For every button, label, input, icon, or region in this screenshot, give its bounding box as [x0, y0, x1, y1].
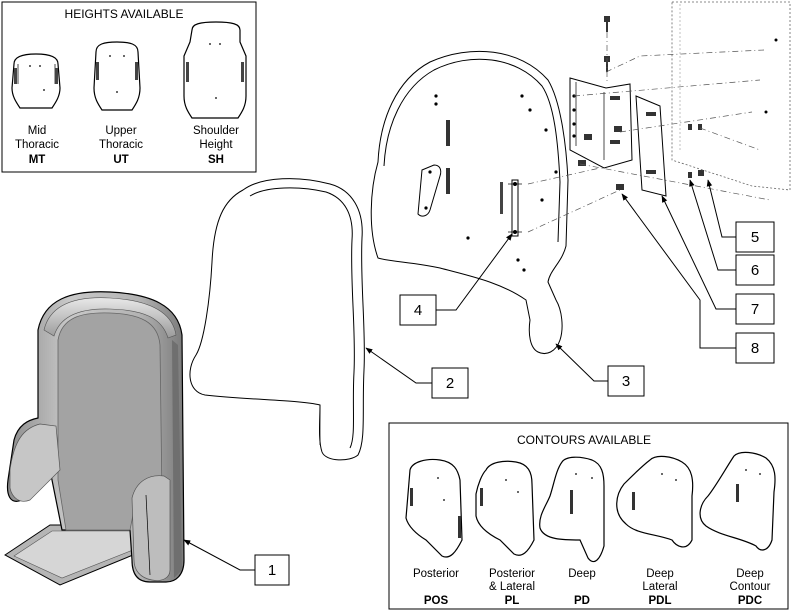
- pdc-code: PDC: [738, 595, 762, 607]
- pos-code: POS: [424, 595, 449, 607]
- pdl-label-line1: Deep: [646, 568, 674, 580]
- pdc-label-line2: Contour: [730, 581, 771, 593]
- mid-thoracic-back-illustration: [11, 53, 61, 109]
- posterior-contour-illustration: [405, 458, 463, 558]
- callout-1: 1: [254, 554, 290, 586]
- part-1-foam-back-cushion: [4, 291, 185, 586]
- ut-label-line1: Upper: [105, 125, 136, 137]
- callout-8: 8: [735, 332, 775, 364]
- callout-5: 5: [735, 221, 775, 253]
- pdl-label-line2: Lateral: [642, 581, 677, 593]
- contours-panel-title: CONTOURS AVAILABLE: [517, 433, 651, 447]
- pos-label-line1: Posterior: [413, 568, 459, 580]
- part-3-back-shell: [370, 50, 569, 354]
- hardware-brackets-screws: [527, 16, 771, 233]
- upper-thoracic-back-illustration: [93, 41, 141, 111]
- shoulder-height-back-illustration: [183, 21, 247, 119]
- callout-7-number: 7: [751, 301, 759, 318]
- ut-code: UT: [113, 154, 128, 166]
- mounting-frame-plate: [671, 1, 791, 191]
- callout-2: 2: [431, 367, 469, 399]
- callout-3: 3: [607, 365, 645, 397]
- callout-7: 7: [735, 293, 775, 325]
- deep-contour-pdc-illustration: [699, 451, 776, 551]
- callout-5-number: 5: [751, 229, 759, 246]
- pd-code: PD: [574, 595, 590, 607]
- pdl-code: PDL: [649, 595, 672, 607]
- part-2-back-foam-outline: [189, 178, 365, 461]
- heights-available-panel: HEIGHTS AVAILABLE Mid Thoracic MT Upper …: [1, 1, 257, 173]
- sh-label-line1: Shoulder: [193, 125, 239, 137]
- deep-lateral-contour-illustration: [616, 455, 694, 548]
- callout-4: 4: [399, 294, 437, 326]
- mt-label-line2: Thoracic: [15, 139, 59, 151]
- callout-3-number: 3: [622, 373, 630, 390]
- callout-leaders: [183, 179, 736, 571]
- ut-label-line2: Thoracic: [99, 139, 143, 151]
- callout-6: 6: [735, 254, 775, 286]
- sh-code: SH: [208, 154, 224, 166]
- pd-label-line1: Deep: [568, 568, 596, 580]
- sh-label-line2: Height: [199, 139, 233, 151]
- callout-1-number: 1: [268, 562, 276, 579]
- callout-4-number: 4: [414, 302, 422, 319]
- pl-label-line2: & Lateral: [489, 581, 535, 593]
- mt-label-line1: Mid: [28, 125, 47, 137]
- mt-code: MT: [29, 154, 46, 166]
- posterior-lateral-contour-illustration: [475, 460, 535, 556]
- pl-label-line1: Posterior: [489, 568, 535, 580]
- callout-8-number: 8: [751, 340, 759, 357]
- deep-contour-illustration: [539, 456, 605, 563]
- pdc-label-line1: Deep: [736, 568, 764, 580]
- callout-2-number: 2: [446, 375, 454, 392]
- pl-code: PL: [505, 595, 520, 607]
- heights-panel-title: HEIGHTS AVAILABLE: [65, 7, 184, 21]
- part-4-mounting-bar: [508, 179, 522, 237]
- contours-available-panel: CONTOURS AVAILABLE: [388, 422, 789, 610]
- callout-6-number: 6: [751, 262, 759, 279]
